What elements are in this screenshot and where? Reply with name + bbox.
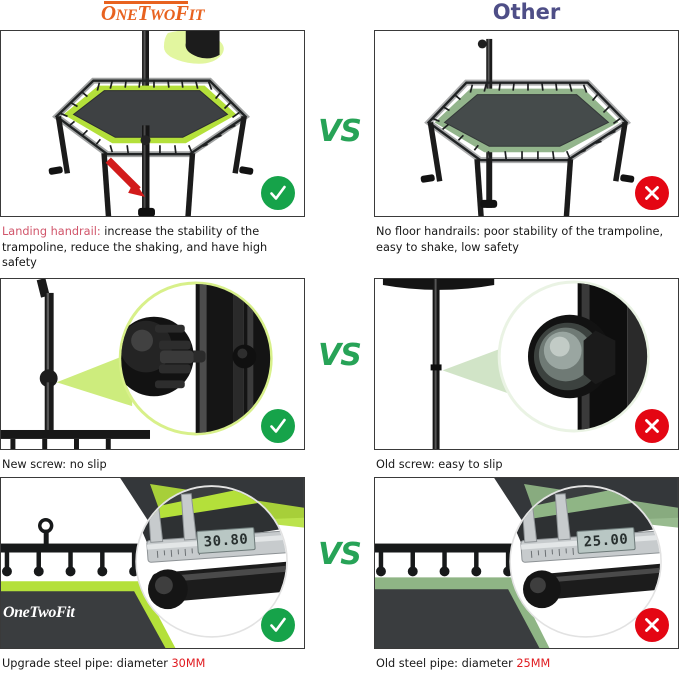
caption-rest: increase the stability of the trampoline… xyxy=(2,225,268,269)
logo-part-ne: NE xyxy=(115,7,138,24)
comparison-row-handrail: Landing handrail: increase the stability… xyxy=(0,30,679,278)
check-icon xyxy=(270,185,286,200)
mat-onetwofit-logo: OneTwoFit xyxy=(3,604,75,622)
onetwofit-logo: ONETWOFIT xyxy=(101,0,204,24)
screw-good-caption: New screw: no slip xyxy=(0,450,305,478)
other-title: Other xyxy=(492,0,561,24)
logo-overline xyxy=(103,1,189,4)
mat-logo-text: OneTwoFit xyxy=(3,604,75,621)
handrail-right-column: No floor handrails: poor stability of th… xyxy=(374,30,679,262)
caption-prefix: Old steel pipe: diameter xyxy=(376,657,517,670)
logo-part-it: IT xyxy=(188,7,205,24)
logo-part-o: O xyxy=(100,1,116,25)
status-badge-cross xyxy=(635,408,669,443)
comparison-row-pipe: 30.80 OneTwoFit Upgrade steel pipe: diam… xyxy=(0,477,679,677)
handrail-bad-caption: No floor handrails: poor stability of th… xyxy=(374,217,679,262)
header-row: ONETWOFIT Other xyxy=(0,0,679,30)
status-badge-check xyxy=(261,408,295,443)
status-badge-cross xyxy=(635,608,669,642)
vs-label: VS xyxy=(318,337,362,373)
logo-part-t: T xyxy=(137,1,150,25)
status-badge-check xyxy=(261,608,295,642)
screw-left-column: New screw: no slip xyxy=(0,277,305,478)
caption-highlight: Landing handrail: xyxy=(2,225,101,238)
cross-icon xyxy=(645,618,659,632)
caption-prefix: Upgrade steel pipe: diameter xyxy=(2,657,172,670)
trampoline-with-handrail-illustration xyxy=(48,31,254,216)
check-icon xyxy=(270,418,286,433)
handrail-left-column: Landing handrail: increase the stability… xyxy=(0,30,305,278)
caption-rest: New screw: no slip xyxy=(2,457,107,471)
pipe-bad-caption: Old steel pipe: diameter 25MM xyxy=(374,649,679,677)
caption-value: 30MM xyxy=(171,657,206,670)
status-badge-cross xyxy=(635,176,669,210)
trampoline-without-handrail-illustration xyxy=(420,38,635,216)
caliper-reading: 25.00 xyxy=(583,530,629,551)
old-pipe-caliper-illustration xyxy=(375,478,678,648)
caliper-reading: 30.80 xyxy=(203,530,249,551)
vs-separator-row2: VS xyxy=(305,278,374,478)
other-header-cell: Other xyxy=(374,0,679,23)
new-screw-illustration xyxy=(1,278,273,449)
handrail-good-panel xyxy=(0,30,305,217)
pipe-good-panel: 30.80 OneTwoFit xyxy=(0,477,305,649)
pipe-left-column: 30.80 OneTwoFit Upgrade steel pipe: diam… xyxy=(0,477,305,677)
vs-label: VS xyxy=(318,537,362,573)
old-screw-illustration xyxy=(382,278,650,449)
pipe-right-column: 25.00 Old steel pipe: diameter 25MM xyxy=(374,477,679,677)
brand-header-cell: ONETWOFIT xyxy=(0,0,305,24)
pipe-good-caption: Upgrade steel pipe: diameter 30MM xyxy=(0,649,305,677)
red-arrow xyxy=(105,157,146,197)
caliper-lcd-display: 30.80 xyxy=(196,527,256,554)
status-badge-check xyxy=(261,176,295,210)
caption-rest: Old screw: easy to slip xyxy=(376,457,503,471)
pipe-bad-panel: 25.00 xyxy=(374,477,679,649)
caption-value: 25MM xyxy=(516,657,551,670)
handrail-bad-panel xyxy=(374,30,679,217)
screw-bad-panel xyxy=(374,277,679,450)
cross-icon xyxy=(645,418,659,433)
cross-icon xyxy=(645,186,659,200)
vs-separator-row1: VS xyxy=(305,30,374,278)
logo-part-wo: WO xyxy=(149,7,176,24)
screw-bad-caption: Old screw: easy to slip xyxy=(374,450,679,478)
vs-separator-row3: VS xyxy=(305,477,374,677)
caliper-lcd-display: 25.00 xyxy=(576,527,636,554)
logo-part-f: F xyxy=(175,1,189,25)
upgrade-pipe-caliper-illustration xyxy=(1,478,304,648)
caption-rest: No floor handrails: poor stability of th… xyxy=(376,225,664,254)
screw-good-panel xyxy=(0,277,305,450)
check-icon xyxy=(270,617,286,632)
vs-label: VS xyxy=(318,114,362,150)
comparison-row-screw: New screw: no slip VS xyxy=(0,277,679,478)
handrail-good-caption: Landing handrail: increase the stability… xyxy=(0,217,305,278)
screw-right-column: Old screw: easy to slip xyxy=(374,277,679,478)
